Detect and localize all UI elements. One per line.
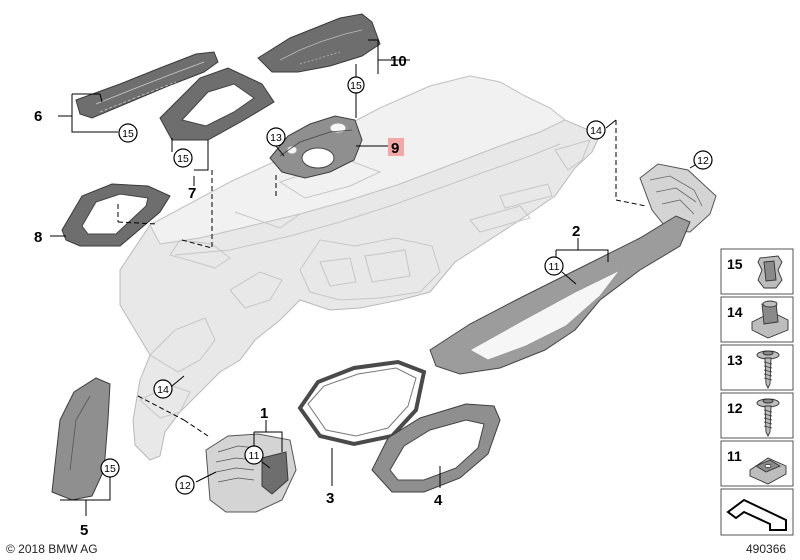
part-5-end-cap (51, 377, 111, 501)
svg-text:15: 15 (350, 80, 362, 92)
label-part-7: 7 (188, 185, 196, 202)
fastener-legend: 15 14 13 (720, 248, 794, 536)
callout-14-right: 14 (586, 120, 606, 140)
clip-nut-icon (751, 300, 789, 339)
legend-item-12: 12 (720, 392, 794, 439)
label-part-9: 9 (391, 140, 399, 157)
legend-item-15: 15 (720, 248, 794, 295)
svg-text:15: 15 (727, 256, 743, 272)
callout-15-part-6: 15 (118, 123, 138, 143)
svg-text:13: 13 (270, 132, 282, 144)
callout-11-part-2: 11 (544, 256, 564, 276)
callout-11-part-1: 11 (244, 445, 264, 465)
svg-text:15: 15 (104, 463, 116, 475)
legend-item-14: 14 (720, 296, 794, 343)
part-3-cluster-frame (297, 359, 427, 447)
screw-with-washer-icon (756, 350, 780, 390)
part-8-side-vent-frame (61, 183, 171, 247)
svg-text:14: 14 (157, 384, 169, 396)
label-part-2: 2 (572, 223, 580, 240)
spring-nut-icon (749, 457, 787, 485)
callout-15-part-7: 15 (173, 148, 193, 168)
part-10-speaker-grille (257, 13, 381, 73)
legend-item-13: 13 (720, 344, 794, 391)
label-part-5: 5 (80, 522, 88, 539)
svg-text:14: 14 (727, 304, 743, 320)
callout-15-part-10: 15 (347, 76, 365, 94)
part-7-vent-frame (159, 67, 275, 141)
diagram-number: 490366 (746, 542, 786, 556)
part-12-right-vent (639, 163, 717, 233)
legend-item-11: 11 (720, 440, 794, 487)
callout-12-left: 12 (175, 475, 195, 495)
part-2-right-trim (429, 215, 691, 375)
callout-12-right: 12 (693, 150, 713, 170)
spring-clip-icon (757, 255, 783, 289)
svg-text:12: 12 (697, 155, 709, 167)
part-9-center-bracket (269, 115, 363, 179)
svg-text:11: 11 (727, 448, 742, 464)
label-part-10: 10 (390, 53, 407, 70)
copyright-notice: © 2018 BMW AG (6, 542, 98, 556)
label-part-4: 4 (434, 492, 443, 509)
highlight-box-part-9 (388, 138, 404, 156)
svg-text:15: 15 (177, 153, 189, 165)
svg-text:11: 11 (549, 261, 560, 273)
label-part-3: 3 (326, 490, 334, 507)
part-6-trim-strip (75, 51, 219, 119)
svg-text:11: 11 (249, 450, 260, 462)
svg-text:15: 15 (122, 128, 134, 140)
dashboard-carrier (119, 75, 601, 461)
label-part-8: 8 (34, 229, 42, 246)
part-1-lower-vent (205, 433, 297, 513)
svg-text:13: 13 (727, 352, 743, 368)
callout-14-left: 14 (153, 379, 173, 399)
label-part-1: 1 (260, 405, 268, 422)
screw-with-washer-icon (756, 398, 780, 438)
part-4-cluster-bezel (371, 403, 501, 493)
bracket-arrow-icon (726, 498, 787, 531)
svg-text:12: 12 (179, 480, 191, 492)
svg-text:14: 14 (590, 125, 602, 137)
part-number-labels: 10 9 6 7 8 2 1 3 4 5 (34, 53, 580, 539)
label-part-6: 6 (34, 108, 42, 125)
legend-location-box (720, 488, 794, 536)
callout-15-part-5: 15 (100, 458, 120, 478)
callout-13: 13 (266, 127, 286, 147)
svg-text:12: 12 (727, 400, 743, 416)
